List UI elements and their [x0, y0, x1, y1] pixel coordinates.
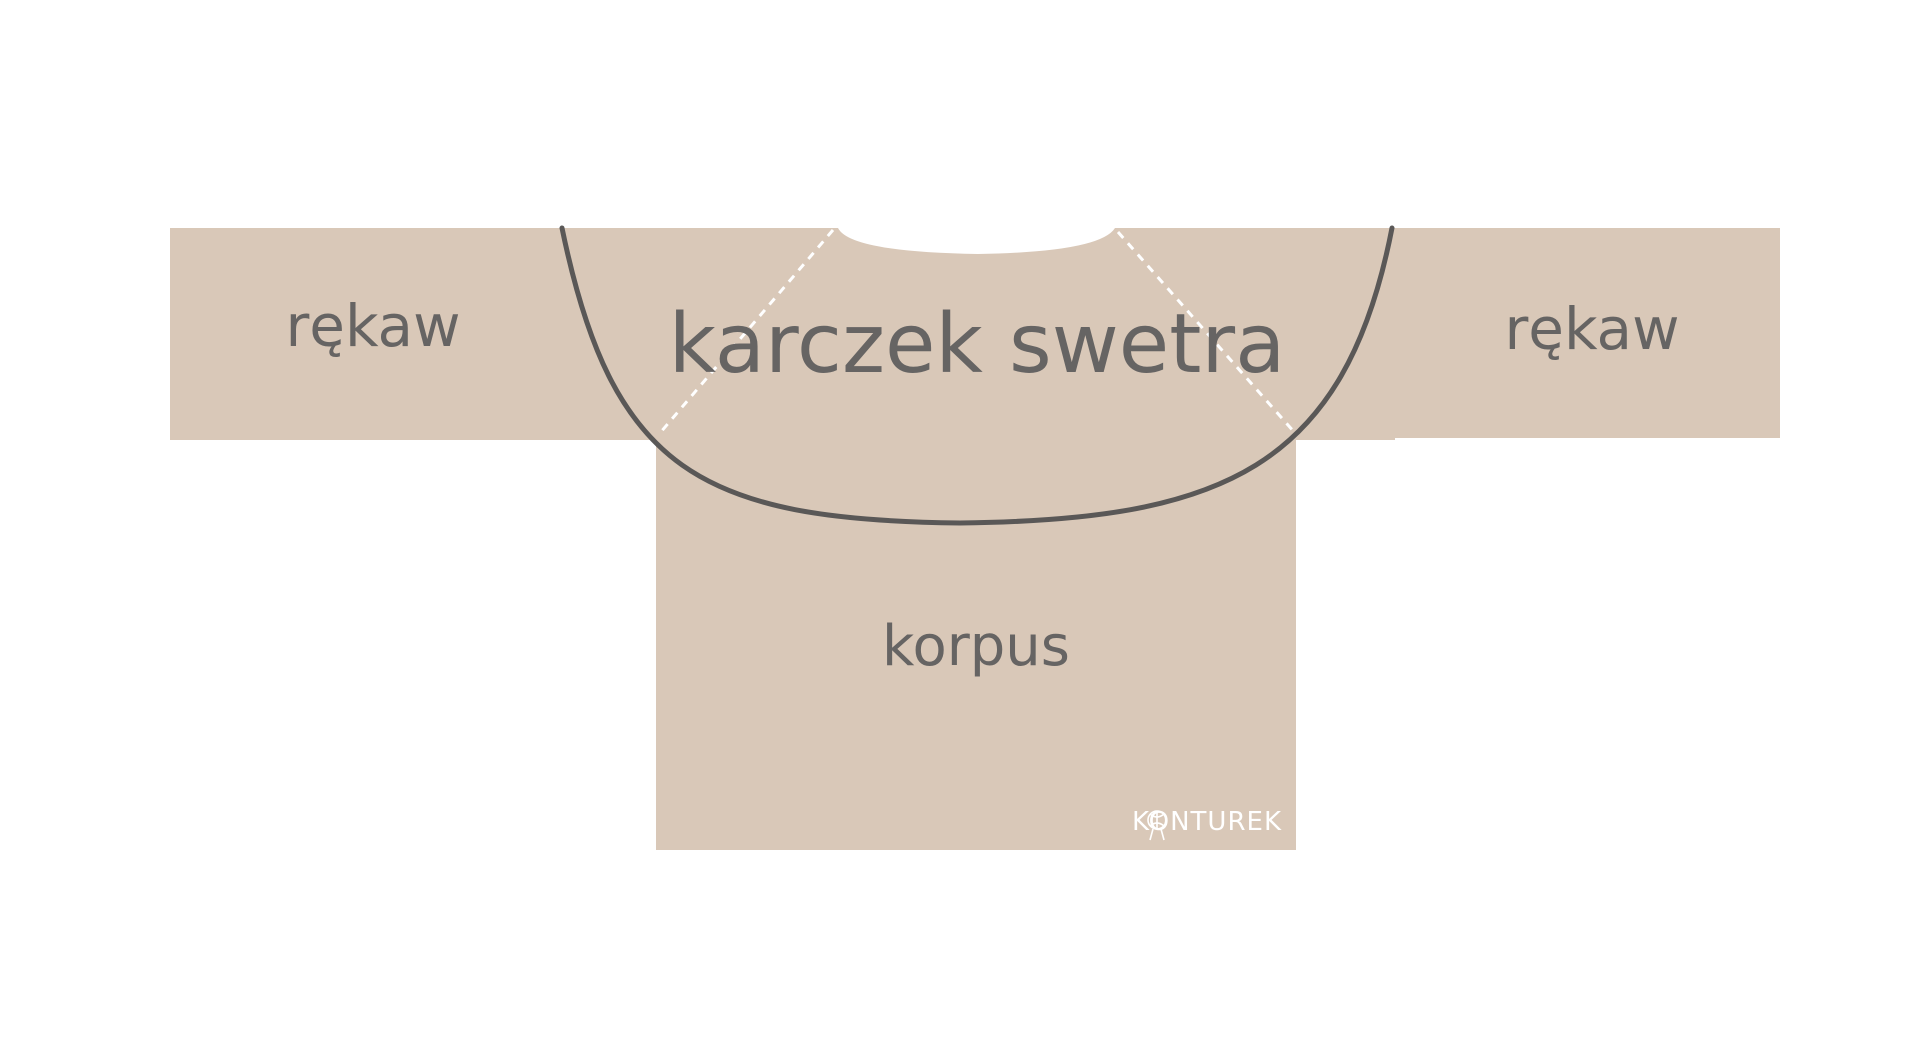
right-sleeve-label: rękaw: [1504, 295, 1679, 363]
yoke-outline-curve: [559, 225, 1395, 526]
body-label: korpus: [882, 614, 1070, 679]
yoke-label: karczek swetra: [669, 297, 1286, 392]
left-sleeve-label: rękaw: [285, 292, 460, 360]
konturek-logo-text: KONTUREK: [1132, 807, 1282, 837]
yarn-ball-icon: [1147, 810, 1167, 841]
konturek-logo: KONTUREK: [1132, 807, 1282, 841]
yoke-shape: [560, 228, 1395, 460]
